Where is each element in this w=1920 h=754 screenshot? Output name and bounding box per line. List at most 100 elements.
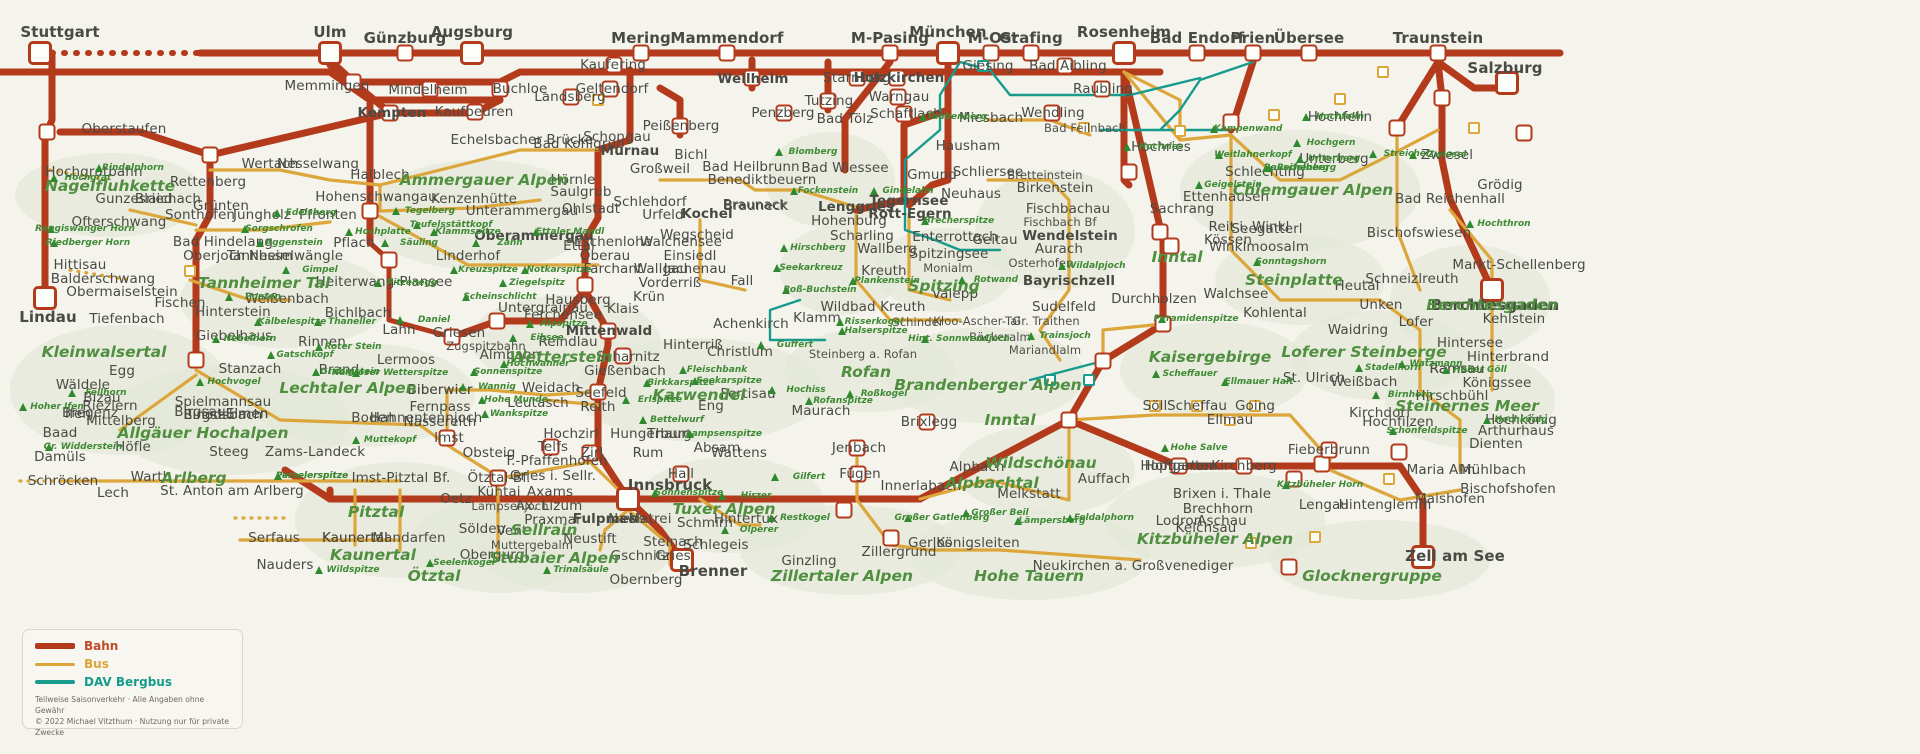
- station-marker[interactable]: [1188, 44, 1206, 62]
- station-marker[interactable]: [848, 69, 866, 87]
- station-marker[interactable]: [1093, 80, 1111, 98]
- station-marker[interactable]: [1480, 278, 1504, 302]
- station-marker[interactable]: [1083, 374, 1095, 386]
- station-marker[interactable]: [318, 41, 342, 65]
- mountain-peak-icon: [849, 277, 857, 285]
- station-marker[interactable]: [1056, 57, 1074, 75]
- station-marker[interactable]: [1383, 473, 1395, 485]
- station-marker[interactable]: [848, 439, 866, 457]
- station-marker[interactable]: [1280, 558, 1298, 576]
- station-marker[interactable]: [614, 347, 632, 365]
- station-marker[interactable]: [1388, 119, 1406, 137]
- station-marker[interactable]: [889, 88, 907, 106]
- station-marker[interactable]: [1244, 44, 1262, 62]
- station-marker[interactable]: [632, 44, 650, 62]
- station-marker[interactable]: [601, 80, 619, 98]
- station-marker[interactable]: [1149, 400, 1161, 412]
- station-marker[interactable]: [1224, 414, 1236, 426]
- station-marker[interactable]: [1377, 66, 1389, 78]
- station-marker[interactable]: [381, 104, 399, 122]
- station-marker[interactable]: [1268, 109, 1280, 121]
- station-marker[interactable]: [918, 413, 936, 431]
- station-marker[interactable]: [488, 312, 506, 330]
- station-marker[interactable]: [1151, 223, 1169, 241]
- station-marker[interactable]: [1060, 411, 1078, 429]
- station-marker[interactable]: [605, 56, 623, 74]
- station-marker[interactable]: [1433, 89, 1451, 107]
- station-marker[interactable]: [1245, 537, 1257, 549]
- station-marker[interactable]: [592, 94, 604, 106]
- station-marker[interactable]: [542, 438, 560, 456]
- station-marker[interactable]: [1112, 41, 1136, 65]
- station-marker[interactable]: [396, 44, 414, 62]
- station-marker[interactable]: [466, 103, 484, 121]
- station-marker[interactable]: [718, 44, 736, 62]
- station-marker[interactable]: [184, 265, 196, 277]
- station-marker[interactable]: [1174, 125, 1186, 137]
- station-marker[interactable]: [443, 328, 461, 346]
- station-marker[interactable]: [882, 529, 900, 547]
- station-marker[interactable]: [491, 80, 509, 98]
- station-marker[interactable]: [201, 146, 219, 164]
- station-marker[interactable]: [895, 105, 913, 123]
- station-marker[interactable]: [670, 548, 694, 572]
- station-marker[interactable]: [881, 44, 899, 62]
- station-marker[interactable]: [1309, 531, 1321, 543]
- station-marker[interactable]: [1468, 122, 1480, 134]
- station-marker[interactable]: [33, 286, 57, 310]
- station-marker[interactable]: [888, 69, 906, 87]
- station-marker[interactable]: [1022, 44, 1040, 62]
- station-marker[interactable]: [344, 73, 362, 91]
- station-marker[interactable]: [819, 92, 837, 110]
- station-marker[interactable]: [576, 276, 594, 294]
- station-marker[interactable]: [835, 501, 853, 519]
- station-marker[interactable]: [187, 351, 205, 369]
- station-marker[interactable]: [1120, 163, 1138, 181]
- station-marker[interactable]: [1094, 352, 1112, 370]
- station-marker[interactable]: [1162, 237, 1180, 255]
- station-marker[interactable]: [460, 41, 484, 65]
- station-marker[interactable]: [438, 429, 456, 447]
- station-marker[interactable]: [936, 41, 960, 65]
- station-marker[interactable]: [977, 60, 989, 72]
- station-marker[interactable]: [1334, 93, 1346, 105]
- station-marker[interactable]: [1300, 44, 1318, 62]
- station-label: Obernberg: [609, 572, 683, 588]
- station-marker[interactable]: [489, 469, 507, 487]
- station-marker[interactable]: [421, 80, 439, 98]
- station-marker[interactable]: [1191, 400, 1203, 412]
- mountain-peak-icon: [771, 473, 779, 481]
- station-label: Monialm: [923, 261, 973, 275]
- station-marker[interactable]: [562, 88, 580, 106]
- station-marker[interactable]: [380, 251, 398, 269]
- station-marker[interactable]: [38, 123, 56, 141]
- station-marker[interactable]: [1495, 71, 1519, 95]
- station-marker[interactable]: [743, 69, 761, 87]
- station-marker[interactable]: [581, 444, 599, 462]
- station-label: Hörnle: [550, 172, 596, 188]
- station-marker[interactable]: [1515, 124, 1533, 142]
- station-marker[interactable]: [1043, 104, 1061, 122]
- station-marker[interactable]: [1078, 122, 1090, 134]
- station-marker[interactable]: [1320, 441, 1338, 459]
- station-label: Imst: [434, 430, 464, 446]
- station-marker[interactable]: [1429, 44, 1447, 62]
- station-marker[interactable]: [671, 117, 689, 135]
- station-marker[interactable]: [616, 487, 640, 511]
- station-marker[interactable]: [1170, 457, 1188, 475]
- station-marker[interactable]: [28, 41, 52, 65]
- station-marker[interactable]: [1235, 457, 1253, 475]
- station-label: Nesselwang: [277, 156, 359, 172]
- station-marker[interactable]: [672, 465, 690, 483]
- station-marker[interactable]: [599, 322, 617, 340]
- station-marker[interactable]: [589, 383, 607, 401]
- station-marker[interactable]: [1390, 443, 1408, 461]
- station-marker[interactable]: [982, 44, 1000, 62]
- station-marker[interactable]: [1044, 374, 1056, 386]
- station-marker[interactable]: [361, 202, 379, 220]
- station-marker[interactable]: [1222, 113, 1240, 131]
- station-marker[interactable]: [775, 104, 793, 122]
- station-marker[interactable]: [1411, 545, 1435, 569]
- station-marker[interactable]: [849, 465, 867, 483]
- station-marker[interactable]: [1249, 400, 1261, 412]
